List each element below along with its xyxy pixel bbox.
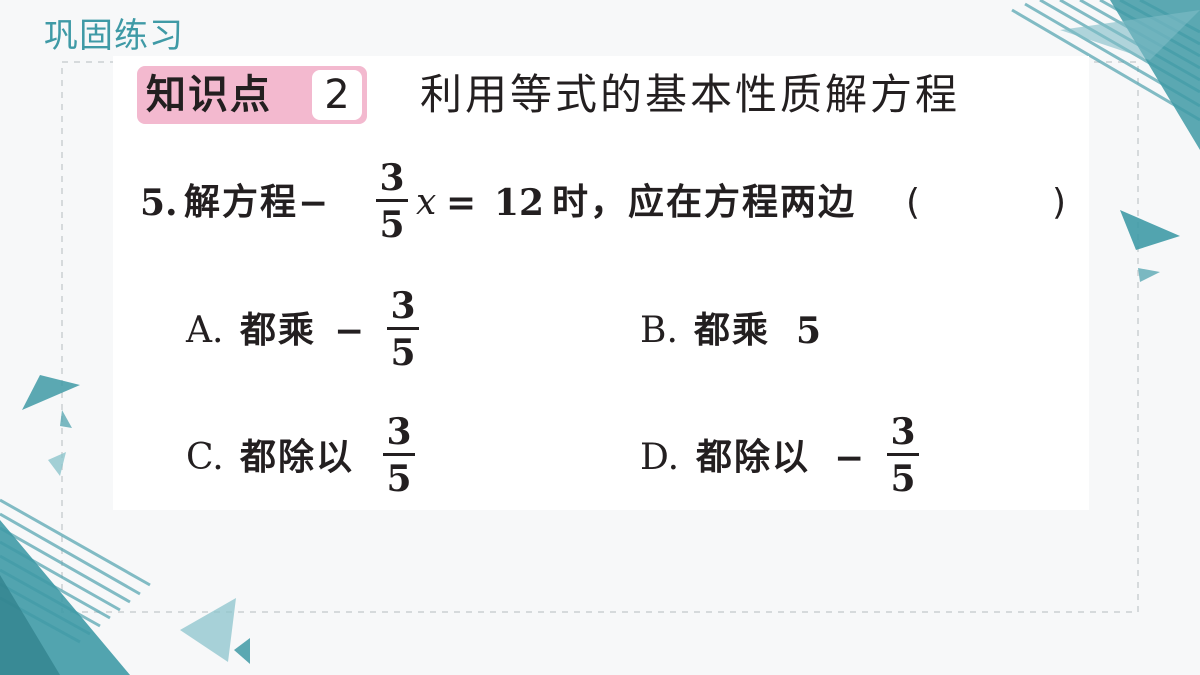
option-d-text[interactable]: 都除以 <box>696 437 811 478</box>
option-d-letter[interactable]: D. <box>640 437 680 478</box>
section-title: 巩固练习 <box>44 16 184 56</box>
option-d-minus-sign: − <box>834 437 865 479</box>
question-rhs: 12 <box>494 182 545 224</box>
option-a-denominator: 5 <box>390 332 416 374</box>
option-a-numerator: 3 <box>390 285 416 327</box>
question-variable: x <box>416 182 437 223</box>
question-minus-sign: − <box>298 182 329 224</box>
option-c-numerator: 3 <box>386 411 412 453</box>
fraction-bar <box>376 199 408 202</box>
question-prefix: 解方程 <box>184 182 299 223</box>
option-c-fraction: 3 5 <box>382 411 416 500</box>
option-b-text[interactable]: 都乘 <box>694 310 771 351</box>
knowledge-point-number: 2 <box>312 70 362 120</box>
fraction-bar <box>383 453 415 456</box>
option-c-denominator: 5 <box>386 458 412 500</box>
content-card <box>113 56 1089 510</box>
option-d-fraction: 3 5 <box>886 411 920 500</box>
answer-paren-close: ) <box>1052 182 1067 223</box>
question-fraction-numerator: 3 <box>379 157 405 199</box>
question-equals-sign: = <box>446 182 477 224</box>
option-d-numerator: 3 <box>890 411 916 453</box>
option-b-value: 5 <box>796 310 822 352</box>
option-a-fraction: 3 5 <box>386 285 420 374</box>
right-triangle-large <box>1120 210 1180 250</box>
question-number: 5. <box>140 182 178 224</box>
knowledge-point-label: 知识点 <box>146 72 272 118</box>
option-b-letter[interactable]: B. <box>640 310 678 351</box>
right-triangle-small <box>1138 268 1160 282</box>
option-c-letter[interactable]: C. <box>186 437 224 478</box>
question-fraction: 3 5 <box>375 157 409 246</box>
answer-paren-open: ( <box>906 182 921 223</box>
left-triangle-small <box>60 410 72 428</box>
question-suffix: 时，应在方程两边 <box>552 182 857 223</box>
option-d-denominator: 5 <box>890 458 916 500</box>
fraction-bar <box>387 327 419 330</box>
option-c-text[interactable]: 都除以 <box>240 437 355 478</box>
question-fraction-denominator: 5 <box>379 204 405 246</box>
knowledge-point-topic: 利用等式的基本性质解方程 <box>420 70 961 119</box>
option-a-letter[interactable]: A. <box>186 310 224 351</box>
left-triangle-large <box>22 375 80 410</box>
fraction-bar <box>887 453 919 456</box>
bottom-triangle-pale <box>180 598 236 662</box>
option-a-text[interactable]: 都乘 <box>240 310 317 351</box>
option-a-minus-sign: − <box>334 310 365 352</box>
